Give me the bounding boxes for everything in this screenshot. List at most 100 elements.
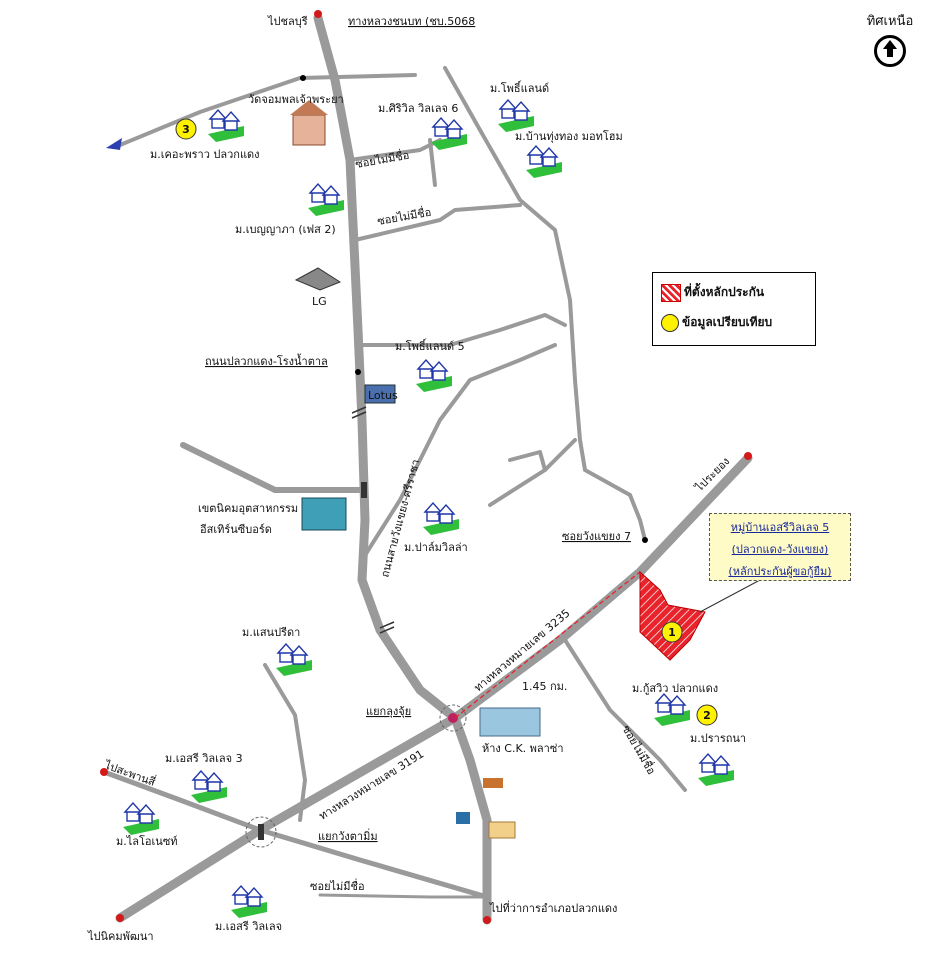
label-lg: LG: [312, 295, 327, 308]
road-soi-3: [563, 638, 687, 792]
store-icon: [488, 821, 516, 839]
label-to-pattana: ไปนิคมพัฒนา: [87, 930, 154, 943]
label-to-district: ไปที่ว่าการอำเภอปลวกแดง: [489, 900, 617, 915]
marker-comp-2-icon: [696, 704, 718, 726]
endpoint-district-icon: [483, 916, 491, 924]
label-sinoyong: ม.ไลโอเนซท์: [116, 834, 178, 848]
village-house-icon: [416, 358, 452, 392]
label-to-chonburi: ไปชลบุรี: [267, 15, 308, 28]
road-soi-2: [353, 203, 522, 242]
marker-collateral-number: 1: [668, 626, 676, 639]
project-callout-line3: (หลักประกันผู้ขอกู้ยืม): [728, 565, 832, 578]
village-house-icon: [526, 144, 562, 178]
label-benyapha: ม.เบญญาภา (เฟส 2): [235, 223, 336, 236]
shop-icon: [483, 778, 503, 788]
label-krasaphrao: ม.เคอะพราว ปลวกแดง: [150, 148, 260, 161]
lg-factory-icon: [294, 267, 342, 291]
label-nongjim-intersection: แยกลุงจุ้ย: [366, 705, 411, 718]
temple-roof-icon: [290, 100, 328, 115]
label-soi-3: ซอยไม่มีชื่อ: [619, 722, 659, 777]
label-nong: ม.บ้านทุ่งทอง มอทโฮม: [515, 129, 623, 143]
label-pheelan: ม.โพธิ์แลนด์: [490, 80, 549, 95]
label-wang-intersection: แยกวังตามิ่ม: [318, 828, 378, 843]
label-prarathana: ม.ปรารถนา: [690, 732, 746, 745]
road-north-west: [118, 73, 417, 147]
endpoint-pattana-icon: [116, 914, 124, 922]
label-sanpricha: ม.แสนปรีดา: [242, 626, 300, 639]
road-east-curve: [443, 66, 632, 497]
village-house-icon: [276, 642, 312, 676]
bank-icon: [456, 812, 470, 824]
road-mid-3: [508, 450, 547, 472]
junction-dot: [355, 369, 361, 375]
label-industrial-2: อีสเทิร์นซีบอร์ด: [200, 523, 272, 536]
label-wat: วัดจอมพลเจ้าพระยา: [248, 93, 344, 106]
marker-collateral-icon: [661, 621, 683, 643]
distance-line: [454, 571, 641, 719]
callout-line: [699, 579, 761, 613]
label-ck-plaza: ห้าง C.K. พลาซ่า: [482, 742, 564, 755]
intersection-circle: [439, 704, 467, 732]
road-mid-2: [488, 438, 577, 507]
road-sw-1: [263, 663, 307, 822]
label-sirivillage6: ม.ศิริวิล วิลเลจ 6: [378, 102, 458, 115]
village-icons: [123, 98, 734, 918]
legend-collateral-label: ที่ตั้งหลักประกัน: [684, 285, 765, 299]
highway-3235: [115, 453, 753, 923]
temple-icon: [292, 114, 326, 146]
road-wangkhayeng: [360, 343, 557, 562]
marker-comp-3-icon: [175, 118, 197, 140]
west-arrow-icon: [106, 138, 122, 150]
road-spur: [428, 138, 437, 187]
lotus-store-icon: [364, 384, 396, 404]
legend-comparable-label: ข้อมูลเปรียบเทียบ: [682, 315, 773, 329]
junction-dot: [642, 537, 648, 543]
intersection-circle: [245, 816, 277, 848]
collateral-swatch-icon: [661, 283, 681, 302]
legend-comparable: ข้อมูลเปรียบเทียบ: [661, 313, 772, 332]
label-rural-highway: ทางหลวงชนบท (ชบ.5068: [348, 15, 475, 28]
industrial-building-icon: [301, 497, 347, 531]
junction-dot: [300, 75, 306, 81]
comparable-swatch-icon: [661, 313, 679, 332]
village-house-icon: [431, 116, 467, 150]
road-industrial: [180, 442, 365, 493]
landmarks: [290, 100, 541, 839]
north-indicator: ทิศเหนือ: [860, 10, 920, 67]
collateral-parcel: 1: [639, 570, 761, 661]
endpoint-north-icon: [314, 10, 322, 18]
village-house-icon: [191, 769, 227, 803]
label-kluswiw: ม.กู้สวิว ปลวกแดง: [632, 682, 718, 695]
road-soi-7: [628, 493, 647, 542]
label-pheelan5: ม.โพธิ์แลนด์ 5: [395, 338, 465, 353]
intersection-marker-icon: [448, 713, 458, 723]
label-parkvilla: ม.ปาล์มวิลล่า: [404, 541, 468, 554]
legend-collateral: ที่ตั้งหลักประกัน: [661, 283, 764, 302]
marker-comp-2-number: 2: [703, 709, 711, 722]
project-callout: หมู่บ้านเอสรีวิลเลจ 5 (ปลวกแดง-วังแขยง) …: [709, 513, 851, 581]
map-legend: ที่ตั้งหลักประกัน ข้อมูลเปรียบเทียบ: [652, 272, 816, 346]
label-soi-4: ซอยไม่มีชื่อ: [310, 878, 365, 893]
label-esri: ม.เอสรี วิลเลจ: [215, 920, 282, 933]
label-road-wangkhayeng: ถนนสายวังแขยง-ศรีราชา: [378, 458, 422, 579]
marker-comp-3-number: 3: [182, 123, 190, 136]
village-house-icon: [308, 182, 344, 216]
project-callout-line2: (ปลวกแดง-วังแขยง): [731, 543, 829, 556]
traffic-light-icon: [361, 482, 367, 498]
road-soi-4: [318, 893, 489, 899]
road-end-markers: [100, 10, 752, 924]
village-house-icon: [423, 501, 459, 535]
north-label: ทิศเหนือ: [866, 14, 914, 29]
label-esri3: ม.เอสรี วิลเลจ 3: [165, 752, 243, 765]
village-house-icon: [698, 752, 734, 786]
village-house-icon: [654, 692, 690, 726]
north-arrow-icon: [874, 35, 906, 67]
label-distance: 1.45 กม.: [522, 680, 567, 693]
ck-plaza-icon: [479, 707, 541, 737]
endpoint-sattahip-icon: [100, 768, 108, 776]
collateral-area: [639, 570, 706, 661]
label-lotus: Lotus: [368, 389, 398, 402]
label-soi-wangkhayeng7: ซอยวังแขยง 7: [562, 530, 631, 543]
label-road-plaeng: ถนนปลวกแดง-โรงน้ำตาล: [205, 353, 328, 368]
